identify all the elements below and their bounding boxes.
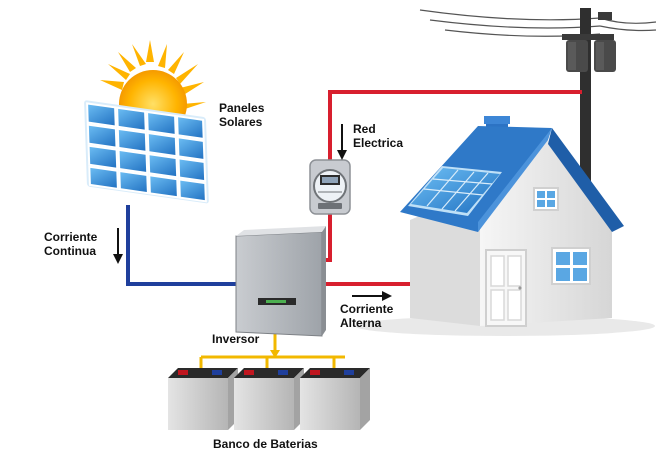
label-paneles-line1: Paneles	[219, 101, 265, 115]
battery-icon	[300, 368, 370, 430]
battery-feed-arrow	[270, 350, 280, 358]
label-ac-line2: Alterna	[340, 316, 382, 330]
label-paneles-solares: Paneles Solares	[219, 101, 264, 129]
dc-line	[126, 205, 236, 286]
inverter-icon	[235, 226, 326, 337]
electric-meter-icon	[309, 159, 351, 215]
battery-icon	[234, 368, 304, 430]
label-inversor: Inversor	[212, 332, 260, 346]
label-red-line2: Electrica	[353, 136, 404, 150]
label-red-line1: Red	[353, 122, 376, 136]
roof-solar-panel-icon	[408, 166, 502, 216]
battery-bank	[168, 368, 370, 430]
arrow-right-icon	[352, 291, 392, 301]
label-dc-line2: Continua	[44, 244, 96, 258]
arrow-down-icon	[337, 124, 347, 160]
label-dc-line1: Corriente	[44, 230, 98, 244]
battery-icon	[168, 368, 238, 430]
utility-pole-icon	[419, 8, 656, 238]
solar-panel-icon	[84, 100, 209, 204]
grid-line	[328, 90, 582, 164]
label-corriente-continua: Corriente Continua	[44, 230, 97, 258]
label-red-electrica: Red Electrica	[353, 122, 403, 150]
label-banco-de-baterias: Banco de Baterias	[213, 437, 318, 450]
house-icon	[400, 116, 624, 327]
arrow-down-icon	[113, 228, 123, 264]
label-corriente-alterna: Corriente Alterna	[340, 302, 393, 330]
label-ac-line1: Corriente	[340, 302, 394, 316]
label-paneles-line2: Solares	[219, 115, 263, 129]
